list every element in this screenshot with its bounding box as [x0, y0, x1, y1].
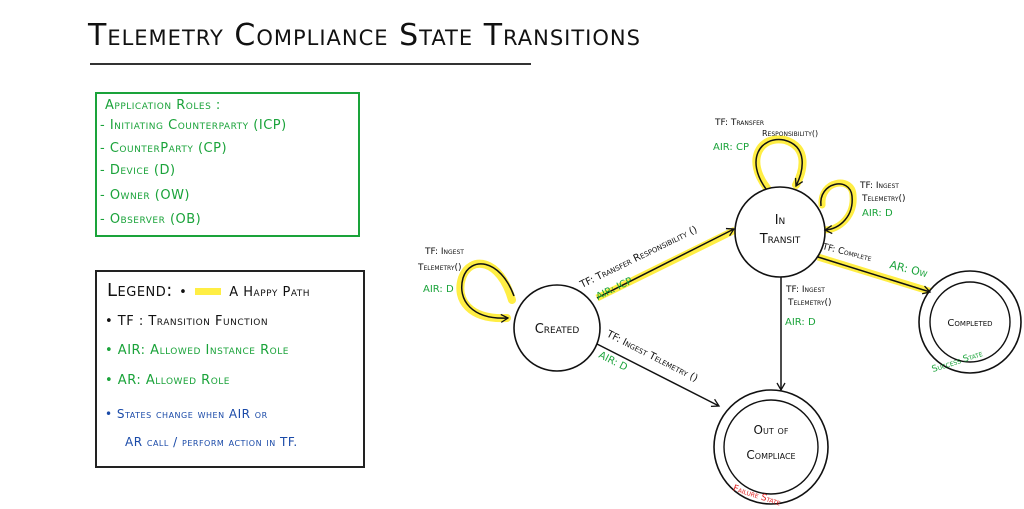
role-item: - Device (D) — [100, 163, 176, 178]
transition-transit-self-top[interactable] — [755, 138, 804, 190]
created-self-role: AIR: D — [423, 284, 454, 295]
state-created[interactable] — [513, 284, 601, 372]
state-ooc-label-1: Out of — [754, 423, 789, 437]
state-in-transit-label-2: Transit — [759, 232, 801, 247]
legend-item-tf: • TF : Transition Function — [105, 314, 269, 329]
transition-created-to-transit[interactable] — [596, 227, 736, 299]
state-in-transit-label-1: In — [775, 213, 786, 228]
role-item: - Observer (OB) — [100, 212, 202, 227]
happy-path-label: A Happy Path — [229, 285, 311, 300]
page-title: Telemetry Compliance State Transitions — [88, 18, 641, 53]
transition-transit-self-right[interactable] — [820, 183, 853, 235]
transit-self-right-role: AIR: D — [862, 208, 893, 219]
legend-note-line1: • States change when AIR or — [105, 407, 268, 421]
transit-self-right-tf-2: Telemetry() — [861, 194, 906, 204]
legend-box: Legend: • A Happy Path • TF : Transition … — [95, 270, 365, 468]
state-created-label: Created — [535, 322, 580, 337]
legend-bullet: • — [179, 285, 188, 300]
role-item: - Owner (OW) — [100, 188, 190, 203]
transition-transit-to-completed[interactable] — [817, 256, 932, 295]
transit-to-ooc-tf-2: Telemetry() — [787, 298, 832, 308]
transit-self-top-tf-2: Responsibility() — [762, 129, 818, 138]
highlight-transit-self-right — [818, 179, 857, 234]
application-roles-box: Application Roles : - Initiating Counter… — [95, 92, 360, 237]
transit-self-top-role: AIR: CP — [713, 142, 749, 153]
highlight-created-self-loop — [456, 259, 516, 323]
legend-item-air: • AIR: Allowed Instance Role — [105, 343, 289, 358]
legend-title-row: Legend: • A Happy Path — [107, 280, 310, 301]
created-self-tf-2: Telemetry() — [417, 263, 462, 273]
state-ooc-label-2: Compliace — [746, 448, 795, 462]
state-out-of-compliance-outer[interactable] — [713, 389, 829, 505]
transit-to-ooc-tf-1: TF: Ingest — [785, 285, 825, 295]
roles-heading: Application Roles : — [105, 98, 221, 113]
created-to-ooc-role: AIR: D — [597, 350, 630, 374]
legend-note-line2: AR call / perform action in TF. — [125, 435, 298, 449]
transit-to-ooc-role: AIR: D — [785, 317, 816, 328]
state-completed-outer[interactable] — [918, 270, 1022, 374]
state-out-of-compliance-inner — [723, 399, 819, 495]
legend-title: Legend: — [107, 280, 173, 301]
legend-item-ar: • AR: Allowed Role — [105, 373, 230, 388]
transition-created-to-ooc[interactable] — [596, 343, 721, 408]
created-to-ooc-tf: TF: Ingest Telemetry () — [604, 328, 700, 384]
transition-created-self-loop[interactable] — [461, 263, 515, 323]
title-underline — [90, 63, 531, 65]
happy-path-swatch — [195, 287, 222, 295]
role-item: - CounterParty (CP) — [100, 141, 228, 156]
created-self-tf-1: TF: Ingest — [424, 247, 464, 257]
role-item: - Initiating Counterparty (ICP) — [100, 118, 287, 133]
state-completed-inner — [929, 281, 1011, 363]
transit-self-right-tf-1: TF: Ingest — [859, 181, 899, 191]
transit-self-top-tf-1: TF: Transfer — [714, 118, 764, 128]
state-completed-label: Completed — [947, 318, 992, 329]
